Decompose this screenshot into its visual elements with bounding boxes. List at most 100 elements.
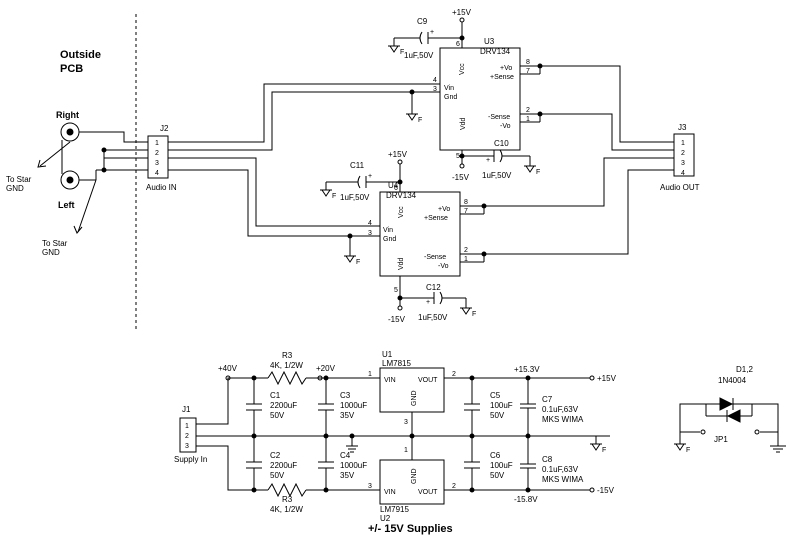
c7-capacitor: [520, 378, 536, 436]
u4-ref: U4: [388, 181, 399, 190]
rail-terminal: [397, 305, 403, 311]
outside-label: Outside: [60, 49, 101, 61]
c11-ref: C11: [350, 161, 365, 170]
svg-text:+Sense: +Sense: [424, 215, 448, 222]
svg-text:50V: 50V: [490, 471, 505, 480]
c5-capacitor: [464, 378, 480, 436]
c3-capacitor: [318, 378, 334, 436]
c11-value: 1uF,50V: [340, 193, 370, 202]
diode-part: 1N4004: [718, 376, 747, 385]
rail-terminal: [317, 375, 323, 381]
ground-symbol: [345, 255, 355, 263]
svg-text:0.1uF,63V: 0.1uF,63V: [542, 465, 579, 474]
wire-j2-u4-vin: [168, 157, 376, 227]
j2-name: Audio IN: [146, 183, 177, 192]
svg-text:100uF: 100uF: [490, 401, 513, 410]
wire-minus40: [196, 445, 268, 491]
svg-text:F: F: [400, 49, 404, 56]
svg-text:8: 8: [464, 199, 468, 206]
svg-text:3: 3: [155, 160, 159, 167]
svg-text:2200uF: 2200uF: [270, 461, 297, 470]
star-gnd-label: To Star: [6, 175, 32, 184]
diode-ref: D1,2: [736, 365, 753, 374]
j1-connector: [179, 417, 197, 453]
ground-symbol: [389, 45, 399, 53]
svg-text:8: 8: [526, 59, 530, 66]
svg-text:100uF: 100uF: [490, 461, 513, 470]
svg-text:F: F: [472, 311, 476, 318]
c10-value: 1uF,50V: [482, 171, 512, 180]
j2-ref: J2: [160, 124, 169, 133]
star-gnd-arrow: [39, 141, 71, 167]
left-jack-label: Left: [58, 200, 75, 210]
wire-j2-u3-gnd: [168, 91, 432, 151]
v20-label: +20V: [316, 364, 336, 373]
rail-terminal: [459, 17, 465, 23]
svg-text:5: 5: [394, 287, 398, 294]
right-jack: [60, 122, 112, 174]
left-jack: [60, 170, 97, 190]
wire-u3-vo-p: [550, 65, 674, 143]
svg-text:Vcc: Vcc: [398, 206, 405, 218]
svg-text:3: 3: [681, 160, 685, 167]
svg-text:1: 1: [404, 447, 408, 454]
svg-text:2: 2: [452, 371, 456, 378]
svg-text:C3: C3: [340, 391, 351, 400]
wire-j2-u4-gnd: [168, 169, 376, 237]
svg-text:F: F: [332, 193, 336, 200]
svg-text:VOUT: VOUT: [418, 377, 438, 384]
svg-text:Vcc: Vcc: [459, 63, 466, 75]
c1-capacitor: [246, 378, 262, 436]
svg-text:7: 7: [464, 208, 468, 215]
svg-text:1: 1: [155, 140, 159, 147]
svg-text:50V: 50V: [270, 471, 285, 480]
svg-text:50V: 50V: [490, 411, 505, 420]
ground-symbol: [675, 443, 685, 451]
svg-text:4: 4: [155, 170, 159, 177]
svg-text:+: +: [486, 157, 490, 164]
svg-text:F: F: [686, 447, 690, 454]
c9-ref: C9: [417, 17, 428, 26]
wire-plus40: [196, 377, 268, 425]
svg-text:1000uF: 1000uF: [340, 461, 367, 470]
out-minus15-label: -15V: [597, 486, 615, 495]
svg-text:VIN: VIN: [384, 489, 396, 496]
c9-value: 1uF,50V: [404, 51, 434, 60]
svg-text:C4: C4: [340, 451, 351, 460]
svg-text:F: F: [418, 117, 422, 124]
svg-text:35V: 35V: [340, 411, 355, 420]
svg-text:Vdd: Vdd: [398, 257, 405, 270]
wire-j2-u3-vin: [168, 83, 432, 143]
diode-wiring: [679, 403, 779, 432]
svg-text:MKS WIMA: MKS WIMA: [542, 415, 584, 424]
svg-text:Vdd: Vdd: [460, 117, 467, 130]
wire-u3-vo-n: [550, 113, 674, 151]
svg-text:1: 1: [681, 140, 685, 147]
v153-label: +15.3V: [514, 365, 540, 374]
svg-text:GND: GND: [6, 184, 24, 193]
ground-symbol: [461, 307, 471, 315]
wire-u4-vo-p: [484, 157, 674, 207]
ground-symbol: [591, 443, 601, 451]
star-gnd-label: To Star: [42, 239, 68, 248]
r3-top-value: 4K, 1/2W: [270, 361, 303, 370]
diode-d1: [719, 397, 734, 411]
svg-text:GND: GND: [411, 390, 418, 406]
supply-title: +/- 15V Supplies: [368, 523, 453, 535]
right-jack-label: Right: [56, 110, 79, 120]
right-signal-wire: [112, 131, 148, 143]
rail-terminal: [589, 487, 595, 493]
svg-text:+: +: [430, 29, 434, 36]
j1-name: Supply In: [174, 455, 207, 464]
c12-ref: C12: [426, 283, 441, 292]
u4-vdd-rail: -15V: [388, 315, 406, 324]
wire-u4-vo-n: [484, 169, 674, 255]
u2-ref: U2: [380, 514, 391, 523]
svg-text:1: 1: [185, 423, 189, 430]
star-gnd-arrow: [77, 179, 97, 233]
c4-capacitor: [318, 436, 334, 490]
pcb-label: PCB: [60, 63, 83, 75]
j3-connector: [673, 133, 695, 177]
svg-text:5: 5: [456, 153, 460, 160]
svg-text:Vin: Vin: [383, 227, 393, 234]
